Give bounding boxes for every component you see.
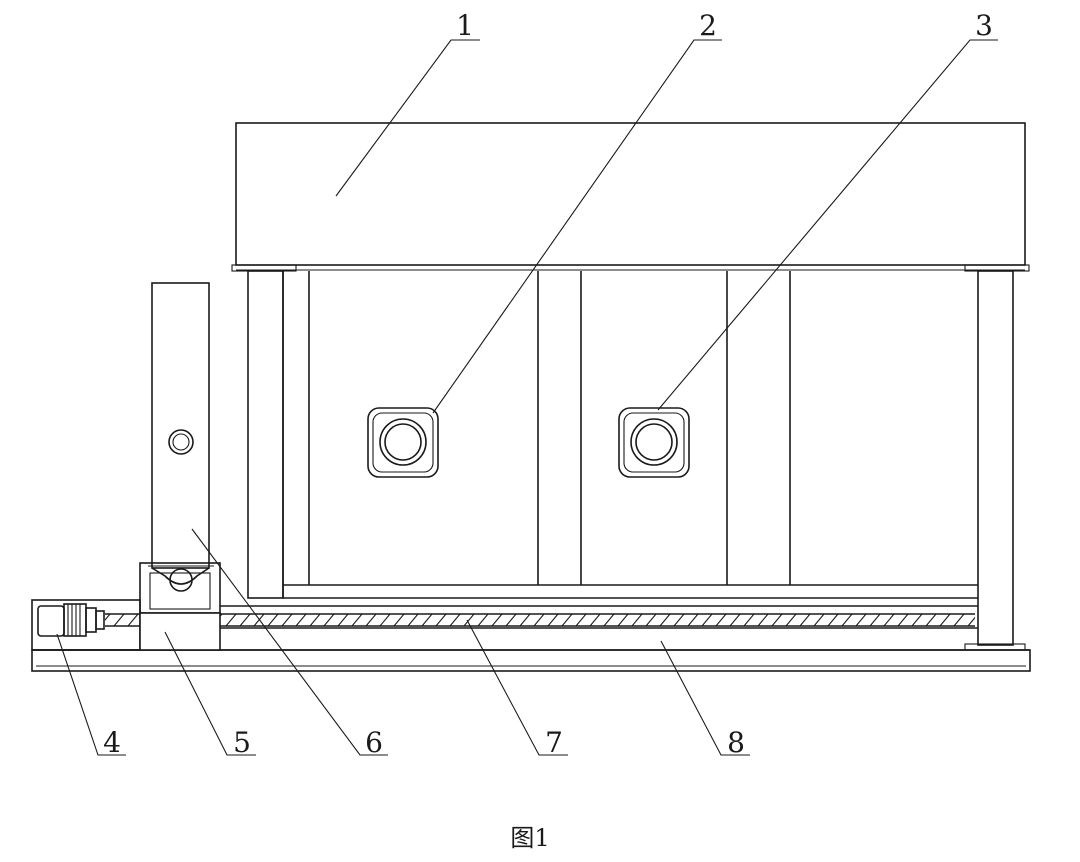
thread-hatch [883, 614, 895, 626]
slider-block [139, 562, 221, 651]
thread-hatch [547, 614, 559, 626]
left-column [231, 264, 297, 599]
thread-hatch [463, 614, 475, 626]
label-5: 5 [233, 726, 251, 759]
thread-hatch [799, 614, 811, 626]
thread-hatch [715, 614, 727, 626]
thread-hatch [519, 614, 531, 626]
thread-hatch [449, 614, 461, 626]
thread-hatch [393, 614, 405, 626]
thread-hatch [967, 616, 975, 626]
thread-hatch [351, 614, 363, 626]
thread-hatch [309, 614, 321, 626]
thread-hatch [659, 614, 671, 626]
thread-hatch [827, 614, 839, 626]
leader-lines [56, 39, 998, 756]
thread-hatch [379, 614, 391, 626]
label-3: 3 [975, 9, 993, 42]
thread-hatch [701, 614, 713, 626]
label-1: 1 [456, 9, 474, 42]
thread-hatch [617, 614, 629, 626]
label-6: 6 [365, 726, 383, 759]
thread-hatch [295, 614, 307, 626]
thread-hatch [757, 614, 769, 626]
thread-hatch [841, 614, 853, 626]
thread-hatch [813, 614, 825, 626]
vertical-arm [148, 282, 214, 592]
thread-hatch [729, 614, 741, 626]
thread-hatch [603, 614, 615, 626]
thread-hatch [561, 614, 573, 626]
thread-hatch [982, 614, 992, 626]
thread-hatch [869, 614, 881, 626]
thread-hatch [785, 614, 797, 626]
label-2: 2 [699, 9, 717, 42]
thread-hatch [925, 614, 937, 626]
thread-hatch [127, 614, 139, 626]
thread-hatch [645, 614, 657, 626]
thread-hatch [477, 614, 489, 626]
thread-hatch [533, 614, 545, 626]
thread-hatch [113, 614, 125, 626]
lead-screw [105, 613, 992, 627]
thread-hatch [589, 614, 601, 626]
right-fitting [618, 407, 690, 478]
part-numbers: 1 2 3 4 5 6 7 8 [103, 9, 993, 759]
top-beam [235, 122, 1026, 271]
thread-hatch [631, 614, 643, 626]
thread-hatch [267, 614, 279, 626]
label-4: 4 [103, 726, 121, 759]
thread-hatch [743, 614, 755, 626]
thread-hatch [281, 614, 293, 626]
front-plate [283, 271, 978, 599]
thread-hatch [855, 614, 867, 626]
thread-hatch [421, 614, 433, 626]
left-fitting [367, 407, 439, 478]
motor-assembly [31, 599, 141, 651]
thread-hatch [105, 614, 111, 621]
thread-hatch [687, 614, 699, 626]
thread-hatch [323, 614, 335, 626]
thread-hatch [505, 614, 517, 626]
label-8: 8 [727, 726, 745, 759]
thread-hatch [435, 614, 447, 626]
label-7: 7 [545, 726, 563, 759]
thread-hatch [337, 614, 349, 626]
thread-hatch [771, 614, 783, 626]
figure-caption: 图1 [510, 824, 549, 852]
thread-hatch [407, 614, 419, 626]
thread-hatch [673, 614, 685, 626]
thread-hatch [491, 614, 503, 626]
right-column [964, 264, 1030, 651]
thread-hatch [953, 614, 965, 626]
thread-hatch [897, 614, 909, 626]
thread-hatch [239, 614, 251, 626]
screw-thread [105, 614, 992, 626]
thread-hatch [575, 614, 587, 626]
thread-hatch [365, 614, 377, 626]
thread-hatch [939, 614, 951, 626]
thread-hatch [225, 614, 237, 626]
thread-hatch [911, 614, 923, 626]
